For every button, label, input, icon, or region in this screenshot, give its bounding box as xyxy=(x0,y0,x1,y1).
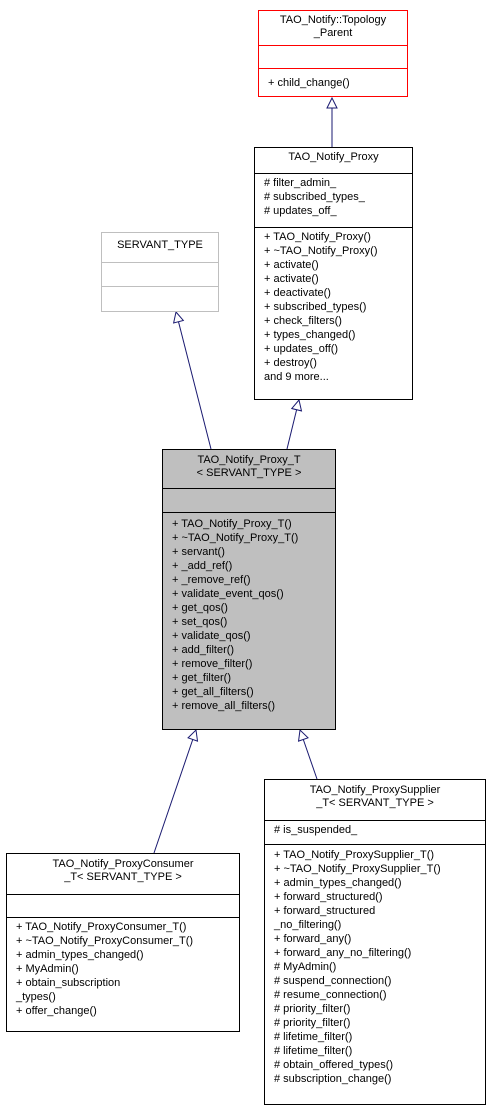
operation: + subscribed_types() xyxy=(264,301,367,313)
class-notify-proxy-t[interactable]: TAO_Notify_Proxy_T < SERVANT_TYPE > + TA… xyxy=(162,449,336,730)
operation: + admin_types_changed() xyxy=(16,949,144,961)
attributes-section xyxy=(163,488,335,489)
operation: # lifetime_filter() xyxy=(274,1031,353,1043)
operation: + add_filter() xyxy=(172,644,235,656)
operation: + get_all_filters() xyxy=(172,686,254,698)
class-title: TAO_Notify_Proxy xyxy=(288,151,379,163)
attributes-section xyxy=(255,173,412,174)
operation: + remove_filter() xyxy=(172,658,253,670)
operation: + get_qos() xyxy=(172,602,228,614)
operation: + activate() xyxy=(264,259,319,271)
operation: _types() xyxy=(16,991,56,1003)
operation: # lifetime_filter() xyxy=(274,1045,353,1057)
class-title: TAO_Notify_ProxySupplier _T< SERVANT_TYP… xyxy=(309,784,441,809)
edge-supplier-to-proxy-t xyxy=(300,730,318,780)
attributes-section xyxy=(102,262,218,263)
class-proxy-consumer-t[interactable]: TAO_Notify_ProxyConsumer _T< SERVANT_TYP… xyxy=(6,853,240,1032)
attribute: # updates_off_ xyxy=(264,205,337,217)
edge-consumer-to-proxy-t xyxy=(153,730,196,854)
attribute: # is_suspended_ xyxy=(274,824,358,836)
operation: + ~TAO_Notify_Proxy_T() xyxy=(172,532,299,544)
operation: + MyAdmin() xyxy=(16,963,79,975)
operation: + child_change() xyxy=(268,77,350,89)
operation: + _remove_ref() xyxy=(172,574,251,586)
more-operations-link[interactable]: and 9 more... xyxy=(264,371,329,383)
class-title: TAO_Notify_ProxyConsumer _T< SERVANT_TYP… xyxy=(52,858,194,883)
operation: + check_filters() xyxy=(264,315,342,327)
class-title: TAO_Notify::Topology _Parent xyxy=(279,14,387,39)
operation: # resume_connection() xyxy=(274,989,387,1001)
class-title: SERVANT_TYPE xyxy=(117,239,203,251)
operation: + ~TAO_Notify_ProxySupplier_T() xyxy=(274,863,441,875)
operation: + TAO_Notify_Proxy_T() xyxy=(172,518,292,530)
operations-section xyxy=(102,286,218,287)
operation: + updates_off() xyxy=(264,343,339,355)
class-notify-proxy[interactable]: TAO_Notify_Proxy # filter_admin_ # subsc… xyxy=(254,147,413,400)
operation: + ~TAO_Notify_ProxyConsumer_T() xyxy=(16,935,194,947)
operation: + destroy() xyxy=(264,357,317,369)
class-proxy-supplier-t[interactable]: TAO_Notify_ProxySupplier _T< SERVANT_TYP… xyxy=(264,779,486,1105)
operation: + forward_any() xyxy=(274,933,352,945)
attributes-section xyxy=(259,45,407,46)
operation: + validate_event_qos() xyxy=(172,588,284,600)
operation: + deactivate() xyxy=(264,287,331,299)
operation: + forward_structured xyxy=(274,905,376,917)
operation: + validate_qos() xyxy=(172,630,251,642)
operations-section xyxy=(255,227,412,228)
attributes-section xyxy=(7,894,239,895)
edge-proxy-t-to-notify-proxy xyxy=(286,400,299,450)
operations-section xyxy=(265,844,485,845)
operations-section xyxy=(163,512,335,513)
operation: # subscription_change() xyxy=(274,1073,392,1085)
class-topology-parent[interactable]: TAO_Notify::Topology _Parent + child_cha… xyxy=(258,10,408,97)
operations-section xyxy=(7,917,239,918)
operation: + offer_change() xyxy=(16,1005,97,1017)
attribute: # filter_admin_ xyxy=(264,177,337,189)
class-servant-type[interactable]: SERVANT_TYPE xyxy=(101,232,219,312)
operation: # obtain_offered_types() xyxy=(274,1059,394,1071)
operation: + forward_structured() xyxy=(274,891,383,903)
attributes-section xyxy=(265,820,485,821)
operation: _no_filtering() xyxy=(274,919,342,931)
operation: + TAO_Notify_ProxyConsumer_T() xyxy=(16,921,187,933)
attribute: # subscribed_types_ xyxy=(264,191,365,203)
operation: + obtain_subscription xyxy=(16,977,121,989)
operation: + servant() xyxy=(172,546,225,558)
operation: + activate() xyxy=(264,273,319,285)
edge-proxy-t-to-servant-type xyxy=(176,312,212,450)
operation: + forward_any_no_filtering() xyxy=(274,947,412,959)
operation: + admin_types_changed() xyxy=(274,877,402,889)
operation: + _add_ref() xyxy=(172,560,233,572)
operation: + TAO_Notify_Proxy() xyxy=(264,231,371,243)
operation: # suspend_connection() xyxy=(274,975,392,987)
operation: + remove_all_filters() xyxy=(172,700,276,712)
operation: + types_changed() xyxy=(264,329,356,341)
operation: + ~TAO_Notify_Proxy() xyxy=(264,245,378,257)
class-title: TAO_Notify_Proxy_T < SERVANT_TYPE > xyxy=(196,454,302,479)
operations-section xyxy=(259,68,407,69)
operation: + get_filter() xyxy=(172,672,231,684)
operation: # priority_filter() xyxy=(274,1017,351,1029)
operation: # MyAdmin() xyxy=(274,961,337,973)
operation: # priority_filter() xyxy=(274,1003,351,1015)
operation: + set_qos() xyxy=(172,616,228,628)
operation: + TAO_Notify_ProxySupplier_T() xyxy=(274,849,435,861)
